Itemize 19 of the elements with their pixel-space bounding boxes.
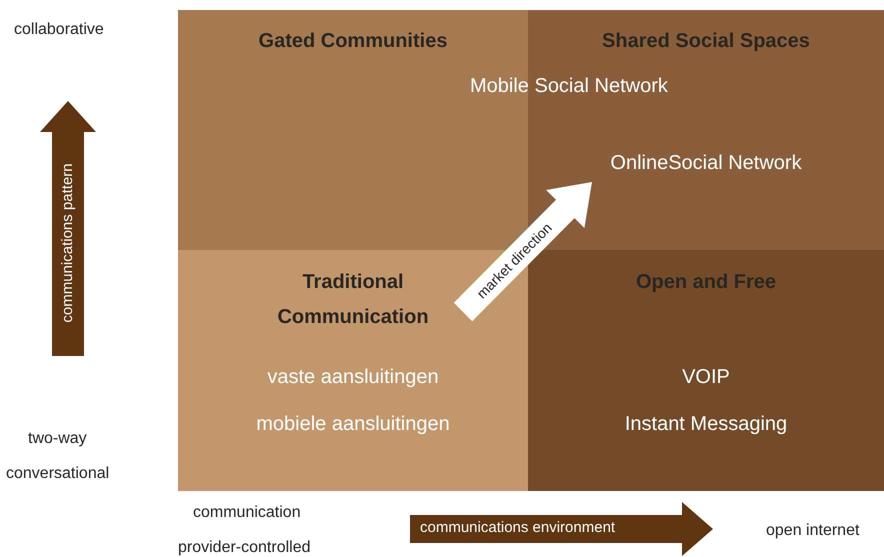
arrow-label: communications environment — [420, 518, 616, 538]
quadrant-item: Instant Messaging — [624, 412, 788, 437]
quadrant-item: mobiele aansluitingen — [255, 412, 451, 437]
axis-start-label: communication — [193, 503, 301, 523]
quadrant-heading: Traditional Communication — [276, 270, 430, 330]
axis-end-label: collaborative — [14, 20, 104, 40]
axis-end-label: open internet — [766, 521, 860, 541]
quadrant-item: vaste aansluitingen — [266, 365, 440, 390]
quadrant-item: VOIP — [681, 365, 731, 390]
block-arrow — [454, 182, 592, 322]
quadrant-heading: Gated Communities — [258, 29, 448, 54]
axis-start-label: conversational — [6, 464, 110, 484]
arrow-label: communications pattern — [58, 163, 77, 323]
axis-start-label: provider-controlled — [178, 538, 311, 557]
item-label: Mobile Social Network — [470, 74, 668, 99]
axis-start-label: two-way — [28, 429, 87, 449]
quadrant-heading: Open and Free — [634, 270, 778, 295]
quadrant-item: OnlineSocial Network — [609, 151, 803, 176]
quadrant-heading: Shared Social Spaces — [601, 29, 811, 54]
